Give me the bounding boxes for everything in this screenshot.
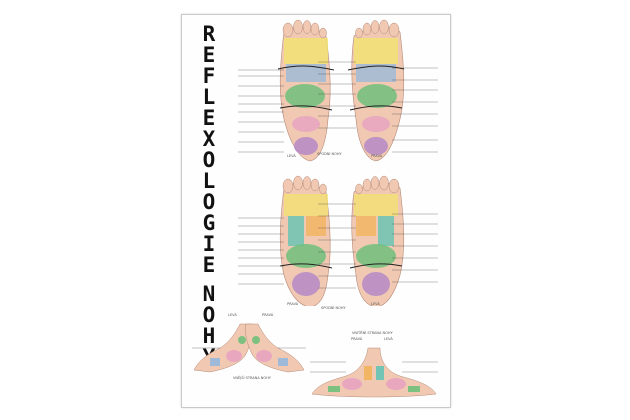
caption-top-center: SPODNÍ NOHY	[317, 152, 342, 156]
inner-side-diagram	[310, 347, 438, 398]
title-letter: H	[202, 324, 216, 348]
title-letter: E	[202, 43, 216, 67]
caption-mid-center: SPODNÍ NOHY	[321, 306, 346, 310]
caption-top-right: PRAVÁ	[371, 154, 383, 158]
caption-bot-right-sub-l: PRAVÁ	[351, 337, 363, 341]
caption-bot-left-title-l: LEVÁ	[228, 313, 237, 317]
title-letter: G	[202, 211, 216, 235]
label-lines-top	[238, 61, 438, 153]
title-letter: O	[202, 190, 216, 214]
title-letter: E	[202, 253, 216, 277]
title-letter: O	[202, 148, 216, 172]
caption-mid-right: LEVÁ	[371, 302, 380, 306]
title-letter: I	[202, 232, 216, 256]
sole-diagram-middle	[238, 175, 438, 306]
caption-bot-left-title-r: PRAVÁ	[262, 313, 274, 317]
caption-bot-left: VNĚJŠÍ STRANA NOHY	[233, 376, 271, 380]
title-letter: X	[202, 127, 216, 151]
title-letter: R	[202, 22, 216, 46]
left-foot-middle	[279, 175, 333, 306]
right-foot-top	[347, 19, 405, 162]
sole-diagram-top	[238, 19, 438, 162]
title-letter: F	[202, 64, 216, 88]
title-letter: L	[202, 85, 216, 109]
left-foot-top	[277, 19, 335, 162]
title-letter: L	[202, 169, 216, 193]
caption-mid-left: PRAVÁ	[287, 302, 299, 306]
right-foot-middle	[349, 175, 405, 306]
title-letter: N	[202, 282, 216, 306]
caption-top-left: LEVÁ	[287, 154, 296, 158]
title-letter: O	[202, 303, 216, 327]
outer-side-diagram	[192, 323, 306, 373]
caption-bot-right-sub-r: LEVÁ	[384, 337, 393, 341]
title-letters-2: NOHY	[194, 284, 224, 368]
title-letter: E	[202, 106, 216, 130]
caption-bot-right-title: VNITŘNÍ STRANA NOHY	[352, 331, 393, 335]
label-lines-middle	[238, 203, 438, 289]
